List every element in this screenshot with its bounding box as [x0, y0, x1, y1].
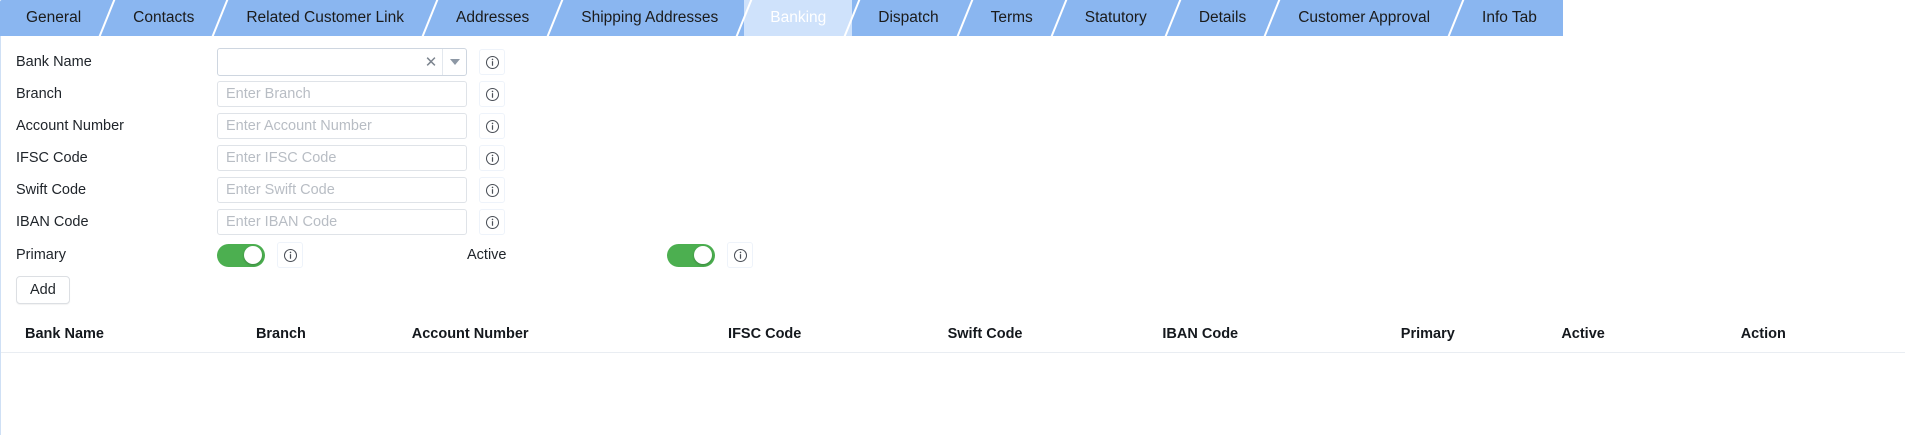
tab-details[interactable]: Details: [1172, 0, 1273, 36]
bank-name-label: Bank Name: [16, 54, 92, 70]
bank-name-info-button[interactable]: [479, 49, 505, 75]
primary-label: Primary: [16, 247, 66, 263]
account-number-control: [217, 113, 467, 139]
tab-shipping-addresses[interactable]: Shipping Addresses: [555, 0, 745, 36]
tab-statutory[interactable]: Statutory: [1058, 0, 1173, 36]
column-header-swift-code[interactable]: Swift Code: [947, 320, 1163, 353]
column-header-ifsc-code[interactable]: IFSC Code: [728, 320, 948, 353]
iban-code-control: [217, 209, 467, 235]
tab-label: Customer Approval: [1298, 9, 1431, 26]
swift-code-label: Swift Code: [16, 182, 87, 198]
column-header-active[interactable]: Active: [1561, 320, 1741, 353]
tab-label: Shipping Addresses: [581, 9, 719, 26]
tab-label: Addresses: [456, 9, 530, 26]
column-header-branch[interactable]: Branch: [255, 320, 412, 353]
column-header-bank-name[interactable]: Bank Name: [1, 320, 256, 353]
field-row-toggles: Primary Active: [1, 238, 1904, 272]
column-header-iban-code[interactable]: IBAN Code: [1162, 320, 1401, 353]
info-icon: [283, 248, 297, 262]
tab-dispatch[interactable]: Dispatch: [852, 0, 965, 36]
info-icon: [485, 151, 499, 165]
tab-label: Banking: [770, 9, 827, 26]
close-icon[interactable]: ✕: [424, 53, 438, 71]
tab-customer-approval[interactable]: Customer Approval: [1272, 0, 1457, 36]
active-toggle[interactable]: [667, 243, 715, 267]
tab-terms[interactable]: Terms: [964, 0, 1059, 36]
tab-label: Related Customer Link: [246, 9, 404, 26]
info-icon: [485, 119, 499, 133]
banking-table: Bank Name Branch Account Number IFSC Cod…: [1, 320, 1905, 353]
bank-name-select[interactable]: ✕: [217, 48, 467, 76]
tab-contacts[interactable]: Contacts: [107, 0, 221, 36]
account-number-info-button[interactable]: [479, 113, 505, 139]
column-header-action[interactable]: Action: [1740, 320, 1905, 353]
tab-related-customer-link[interactable]: Related Customer Link: [220, 0, 430, 36]
swift-code-info-button[interactable]: [479, 177, 505, 203]
chevron-down-icon[interactable]: [442, 49, 466, 75]
add-button-row: Add: [1, 272, 1904, 304]
iban-code-label: IBAN Code: [16, 214, 89, 230]
info-icon: [733, 248, 747, 262]
branch-label: Branch: [16, 86, 62, 102]
branch-info-button[interactable]: [479, 81, 505, 107]
tab-label: General: [26, 9, 82, 26]
tab-label: Dispatch: [878, 9, 939, 26]
active-toggle-cell: [667, 242, 917, 268]
ifsc-code-control: [217, 145, 467, 171]
active-label: Active: [467, 247, 507, 263]
branch-control: [217, 81, 467, 107]
field-row-iban-code: IBAN Code: [1, 206, 1904, 238]
column-header-primary[interactable]: Primary: [1400, 320, 1562, 353]
field-row-branch: Branch: [1, 78, 1904, 110]
info-icon: [485, 215, 499, 229]
info-icon: [485, 55, 499, 69]
field-row-swift-code: Swift Code: [1, 174, 1904, 206]
iban-code-input[interactable]: [217, 209, 467, 235]
info-icon: [485, 183, 499, 197]
field-row-ifsc-code: IFSC Code: [1, 142, 1904, 174]
banking-form: Bank Name ✕ Branch: [1, 36, 1905, 353]
banking-table-wrapper: Bank Name Branch Account Number IFSC Cod…: [1, 320, 1905, 353]
bank-name-control: ✕: [217, 48, 467, 76]
primary-toggle-cell: [217, 242, 467, 268]
tab-label: Details: [1198, 9, 1247, 26]
add-button[interactable]: Add: [16, 276, 70, 304]
field-row-account-number: Account Number: [1, 110, 1904, 142]
swift-code-control: [217, 177, 467, 203]
account-number-input[interactable]: [217, 113, 467, 139]
info-icon: [485, 87, 499, 101]
ifsc-code-label: IFSC Code: [16, 150, 88, 166]
tab-label: Statutory: [1084, 9, 1147, 26]
table-header-row: Bank Name Branch Account Number IFSC Cod…: [1, 320, 1905, 353]
column-header-account-number[interactable]: Account Number: [411, 320, 729, 353]
ifsc-code-input[interactable]: [217, 145, 467, 171]
table-head: Bank Name Branch Account Number IFSC Cod…: [1, 320, 1905, 353]
ifsc-code-info-button[interactable]: [479, 145, 505, 171]
tab-label: Info Tab: [1482, 9, 1537, 26]
primary-toggle[interactable]: [217, 243, 265, 267]
tab-bar: General Contacts Related Customer Link A…: [0, 0, 1905, 36]
tab-general[interactable]: General: [0, 0, 108, 36]
primary-info-button[interactable]: [277, 242, 303, 268]
tab-label: Contacts: [133, 9, 195, 26]
swift-code-input[interactable]: [217, 177, 467, 203]
field-row-bank-name: Bank Name ✕: [1, 46, 1904, 78]
banking-panel: Bank Name ✕ Branch: [0, 36, 1905, 435]
branch-input[interactable]: [217, 81, 467, 107]
tab-info-tab[interactable]: Info Tab: [1456, 0, 1563, 36]
active-info-button[interactable]: [727, 242, 753, 268]
account-number-label: Account Number: [16, 118, 124, 134]
iban-code-info-button[interactable]: [479, 209, 505, 235]
tab-label: Terms: [990, 9, 1033, 26]
tab-banking[interactable]: Banking: [744, 0, 853, 36]
tab-addresses[interactable]: Addresses: [430, 0, 556, 36]
